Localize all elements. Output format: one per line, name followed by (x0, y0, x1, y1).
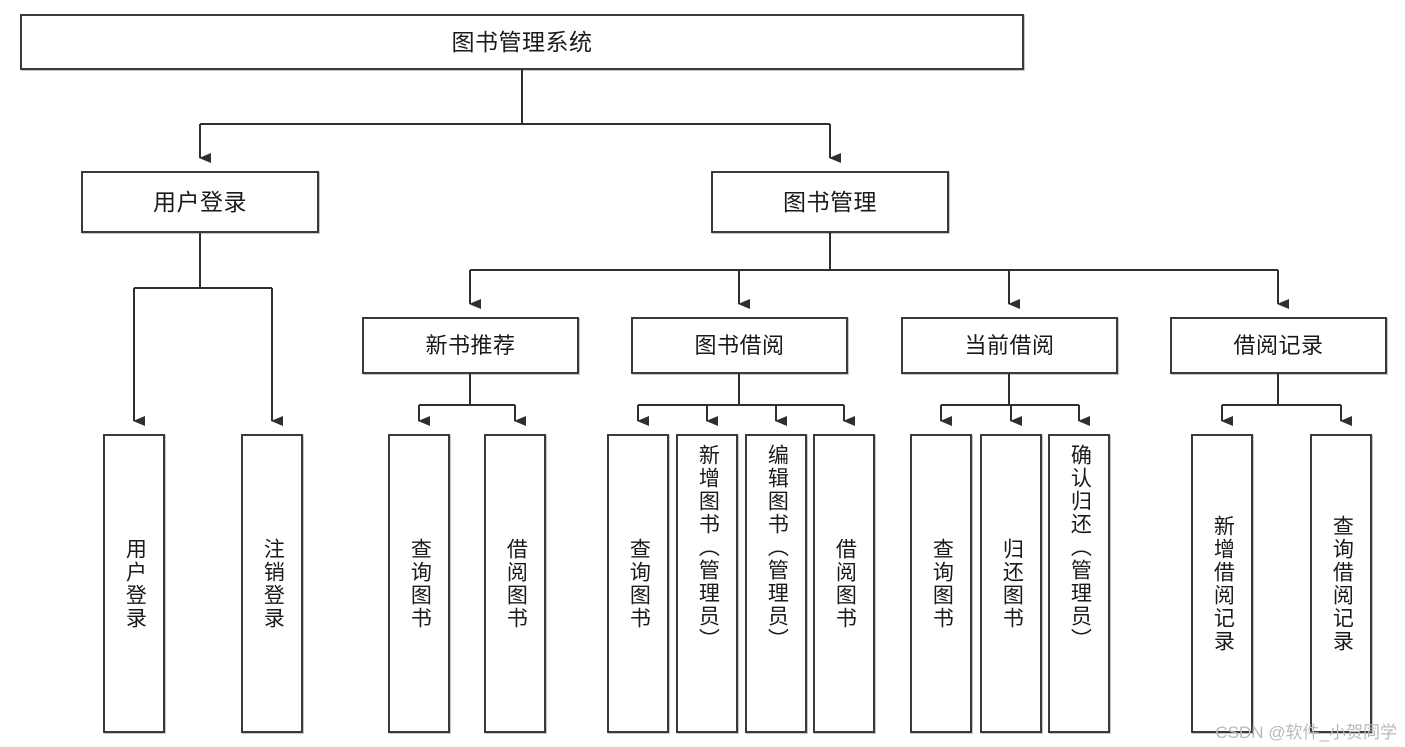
node-leaf-query-record-label: 查询借阅记录 (1330, 514, 1354, 653)
node-leaf-return-book-label: 归还图书 (1000, 537, 1024, 630)
node-leaf-borrow-book-2[interactable]: 借阅图书 (813, 434, 875, 733)
node-root[interactable]: 图书管理系统 (20, 14, 1024, 70)
node-book-borrow-label: 图书借阅 (694, 332, 785, 358)
node-leaf-borrow-book-1[interactable]: 借阅图书 (484, 434, 546, 733)
node-leaf-user-logout-label: 注销登录 (261, 537, 285, 630)
node-user-login-label: 用户登录 (153, 188, 247, 215)
node-new-book-rec-label: 新书推荐 (425, 332, 516, 358)
node-user-login[interactable]: 用户登录 (81, 171, 319, 233)
node-borrow-record-label: 借阅记录 (1233, 332, 1324, 358)
node-leaf-borrow-book-2-label: 借阅图书 (833, 537, 857, 630)
watermark: CSDN @软件_小贺同学 (1215, 723, 1397, 742)
node-book-manage[interactable]: 图书管理 (711, 171, 949, 233)
node-leaf-query-book-3-label: 查询图书 (930, 537, 954, 630)
node-leaf-user-logout[interactable]: 注销登录 (241, 434, 303, 733)
node-leaf-add-book[interactable]: 新增图书（管理员） (676, 434, 738, 733)
node-leaf-query-book-2[interactable]: 查询图书 (607, 434, 669, 733)
node-leaf-query-book-3[interactable]: 查询图书 (910, 434, 972, 733)
node-leaf-query-book-2-label: 查询图书 (627, 537, 651, 630)
node-leaf-return-book[interactable]: 归还图书 (980, 434, 1042, 733)
node-leaf-user-login[interactable]: 用户登录 (103, 434, 165, 733)
node-leaf-query-book-1[interactable]: 查询图书 (388, 434, 450, 733)
node-current-borrow[interactable]: 当前借阅 (901, 317, 1118, 374)
node-book-borrow[interactable]: 图书借阅 (631, 317, 848, 374)
node-borrow-record[interactable]: 借阅记录 (1170, 317, 1387, 374)
node-leaf-query-book-1-label: 查询图书 (408, 537, 432, 630)
node-leaf-borrow-book-1-label: 借阅图书 (504, 537, 528, 630)
node-leaf-confirm-return-label: 确认归还（管理员） (1068, 444, 1092, 651)
node-current-borrow-label: 当前借阅 (964, 332, 1055, 358)
node-leaf-add-book-label: 新增图书（管理员） (696, 444, 720, 651)
node-root-label: 图书管理系统 (451, 28, 593, 55)
node-book-manage-label: 图书管理 (783, 188, 877, 215)
node-leaf-user-login-label: 用户登录 (123, 537, 147, 630)
node-leaf-edit-book[interactable]: 编辑图书（管理员） (745, 434, 807, 733)
node-leaf-edit-book-label: 编辑图书（管理员） (765, 444, 789, 651)
node-leaf-query-record[interactable]: 查询借阅记录 (1310, 434, 1372, 733)
node-leaf-add-record[interactable]: 新增借阅记录 (1191, 434, 1253, 733)
node-new-book-rec[interactable]: 新书推荐 (362, 317, 579, 374)
node-leaf-confirm-return[interactable]: 确认归还（管理员） (1048, 434, 1110, 733)
node-leaf-add-record-label: 新增借阅记录 (1211, 514, 1235, 653)
